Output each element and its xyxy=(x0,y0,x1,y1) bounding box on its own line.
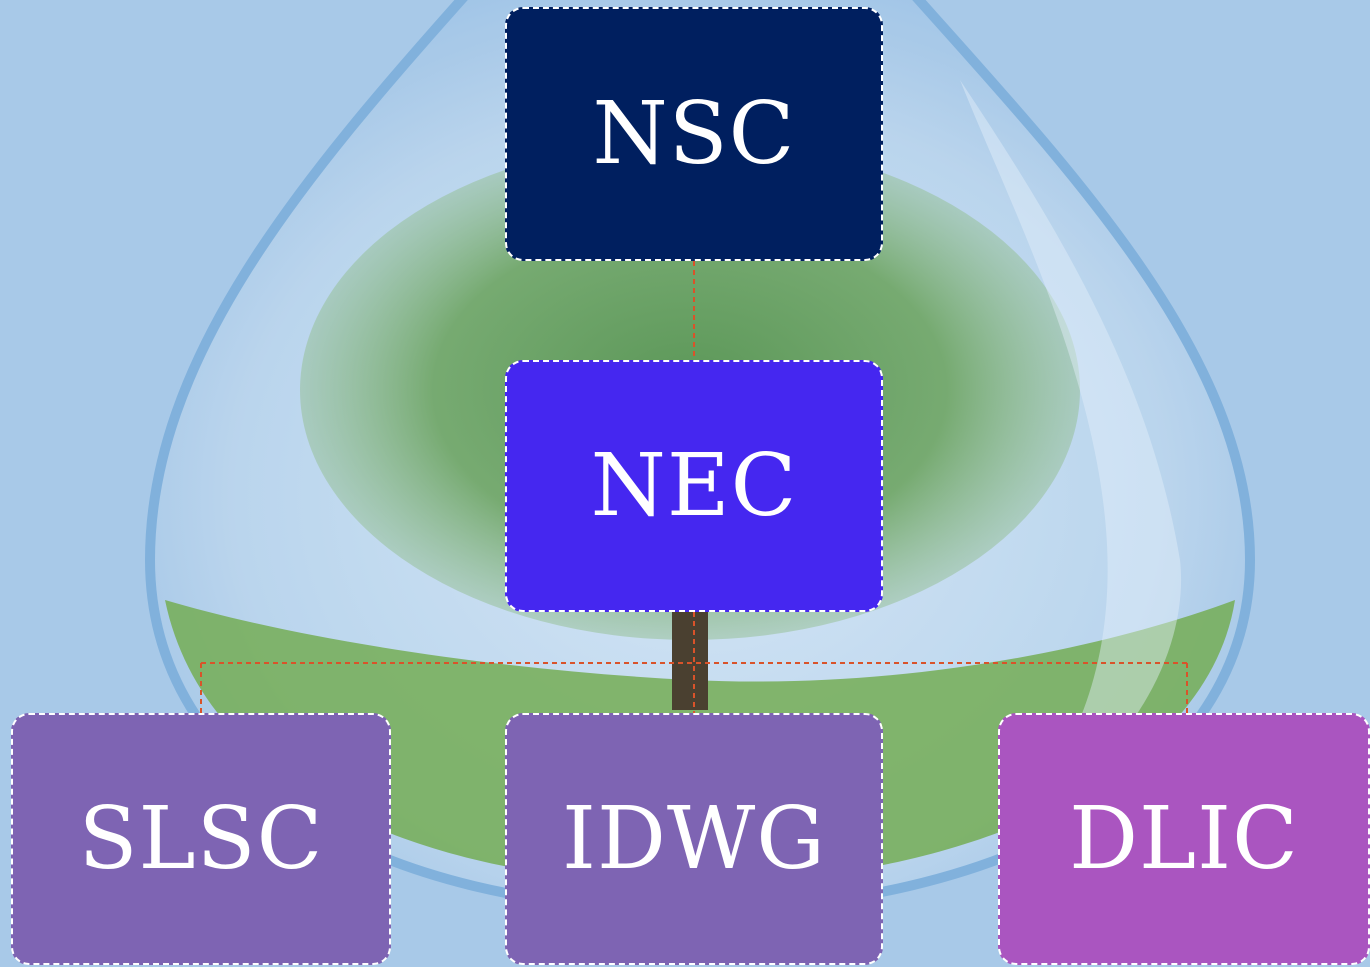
node-nec: NEC xyxy=(505,360,883,612)
node-nsc-label: NSC xyxy=(592,84,796,184)
node-idwg-label: IDWG xyxy=(561,789,826,889)
node-dlic-label: DLIC xyxy=(1069,789,1299,889)
node-slsc: SLSC xyxy=(11,713,391,965)
node-dlic: DLIC xyxy=(998,713,1370,965)
drop-highlight-shape xyxy=(960,80,1182,820)
node-slsc-label: SLSC xyxy=(78,789,324,889)
node-nec-label: NEC xyxy=(590,436,798,536)
node-idwg: IDWG xyxy=(505,713,883,965)
node-nsc: NSC xyxy=(505,7,883,261)
